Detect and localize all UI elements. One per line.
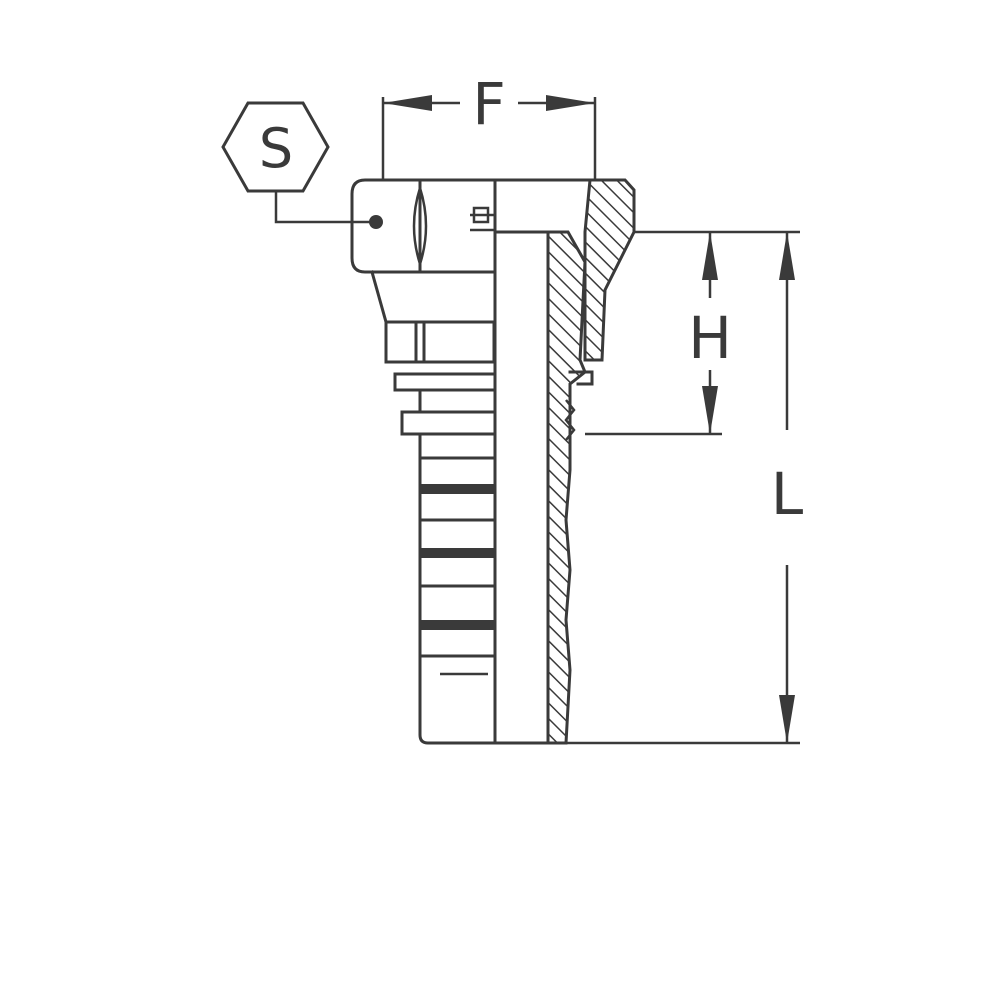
dimension-f: F	[381, 70, 597, 180]
sectioned-half	[493, 178, 636, 745]
wrench-size-leader	[274, 191, 376, 224]
wrench-size-leader-dot	[369, 215, 383, 229]
hexagon-icon	[221, 101, 330, 193]
ferrule-rings	[393, 372, 497, 436]
dimension-h: H	[688, 232, 732, 434]
dimension-l-label: L	[771, 460, 803, 528]
dimension-f-label: F	[472, 70, 505, 138]
dimension-l: L	[771, 232, 803, 743]
dimension-h-label: H	[688, 304, 732, 372]
wrench-size-label: S	[259, 117, 293, 180]
hex-nut	[350, 178, 497, 324]
hose-tail	[418, 432, 497, 745]
nut-collar	[384, 320, 496, 364]
wrench-size-callout: S	[221, 101, 383, 229]
extension-lines	[560, 230, 800, 745]
